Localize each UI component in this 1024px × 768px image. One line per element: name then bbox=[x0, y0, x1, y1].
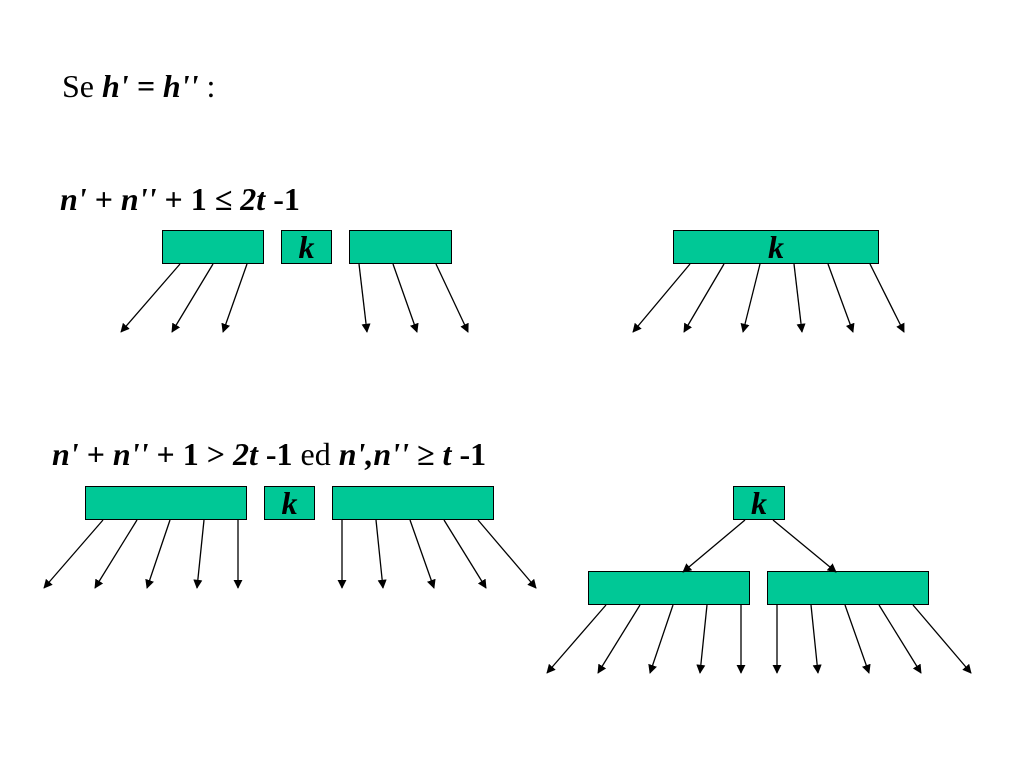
arrow bbox=[810, 604, 822, 674]
arrow bbox=[435, 263, 469, 333]
cond2-minus2: -1 bbox=[459, 436, 487, 472]
cond2-plus2: + bbox=[156, 436, 175, 472]
arrow bbox=[597, 604, 641, 674]
key-label-root: k bbox=[751, 485, 767, 521]
cond1-rel: ≤ bbox=[214, 181, 233, 217]
key-label-1: k bbox=[298, 229, 315, 265]
arrow bbox=[443, 519, 487, 589]
cond1-plus1: + bbox=[94, 181, 113, 217]
cond2-rel: > bbox=[206, 436, 225, 472]
heading-suffix: : bbox=[206, 68, 216, 104]
cond2-one: 1 bbox=[182, 436, 199, 472]
arrow bbox=[827, 263, 855, 333]
node-child-right bbox=[767, 571, 929, 605]
node-merged bbox=[673, 230, 879, 264]
cond1-plus2: + bbox=[164, 181, 183, 217]
arrow bbox=[43, 519, 104, 589]
cond1-rhs: 2t bbox=[240, 181, 266, 217]
cond1-one: 1 bbox=[190, 181, 207, 217]
arrow bbox=[409, 519, 436, 589]
arrow bbox=[648, 604, 674, 674]
condition-1: n' + n'' + 1 ≤ 2t -1 bbox=[60, 183, 300, 215]
condition-2: n' + n'' + 1 > 2t -1 ed n',n'' ≥ t -1 bbox=[52, 438, 486, 470]
cond2-pair: n',n'' bbox=[338, 436, 409, 472]
node-root-k bbox=[733, 486, 785, 520]
arrow bbox=[94, 519, 138, 589]
heading-prefix: Se bbox=[62, 68, 94, 104]
arrow bbox=[696, 604, 708, 674]
arrow bbox=[145, 519, 171, 589]
node-child-left bbox=[588, 571, 750, 605]
arrow bbox=[375, 519, 387, 589]
arrow bbox=[683, 263, 725, 333]
arrow bbox=[869, 263, 905, 333]
arrow bbox=[193, 519, 205, 589]
heading-expr: h' = h'' bbox=[102, 68, 199, 104]
cond2-t: t bbox=[442, 436, 452, 472]
cond2-minus: -1 bbox=[265, 436, 293, 472]
cond2-plus1: + bbox=[86, 436, 105, 472]
arrow bbox=[221, 263, 248, 333]
node-left-2 bbox=[85, 486, 247, 520]
arrow bbox=[682, 519, 746, 573]
arrow bbox=[844, 604, 871, 674]
key-label-2: k bbox=[281, 485, 298, 521]
arrow bbox=[793, 263, 806, 333]
node-right-1 bbox=[349, 230, 452, 264]
arrow bbox=[477, 519, 537, 589]
arrow bbox=[392, 263, 419, 333]
cond1-n2: n'' bbox=[120, 181, 157, 217]
cond2-n2: n'' bbox=[112, 436, 149, 472]
arrow bbox=[878, 604, 922, 674]
arrow bbox=[740, 263, 761, 333]
arrow bbox=[912, 604, 972, 674]
cond2-rhs: 2t bbox=[232, 436, 258, 472]
arrow bbox=[358, 263, 371, 333]
node-key-2 bbox=[264, 486, 315, 520]
cond2-n1: n' bbox=[52, 436, 79, 472]
cond1-n1: n' bbox=[60, 181, 87, 217]
cond1-minus: -1 bbox=[273, 181, 300, 217]
node-key-1 bbox=[281, 230, 332, 264]
cond2-conj: ed bbox=[300, 436, 331, 472]
key-label-merged: k bbox=[768, 229, 784, 265]
arrow bbox=[772, 519, 837, 573]
node-left-1 bbox=[162, 230, 264, 264]
heading: Se h' = h'' : bbox=[62, 70, 215, 102]
cond2-rel2: ≥ bbox=[416, 436, 435, 472]
arrow bbox=[632, 263, 691, 333]
arrow bbox=[546, 604, 607, 674]
node-right-2 bbox=[332, 486, 494, 520]
arrow bbox=[171, 263, 214, 333]
arrow bbox=[120, 263, 181, 333]
